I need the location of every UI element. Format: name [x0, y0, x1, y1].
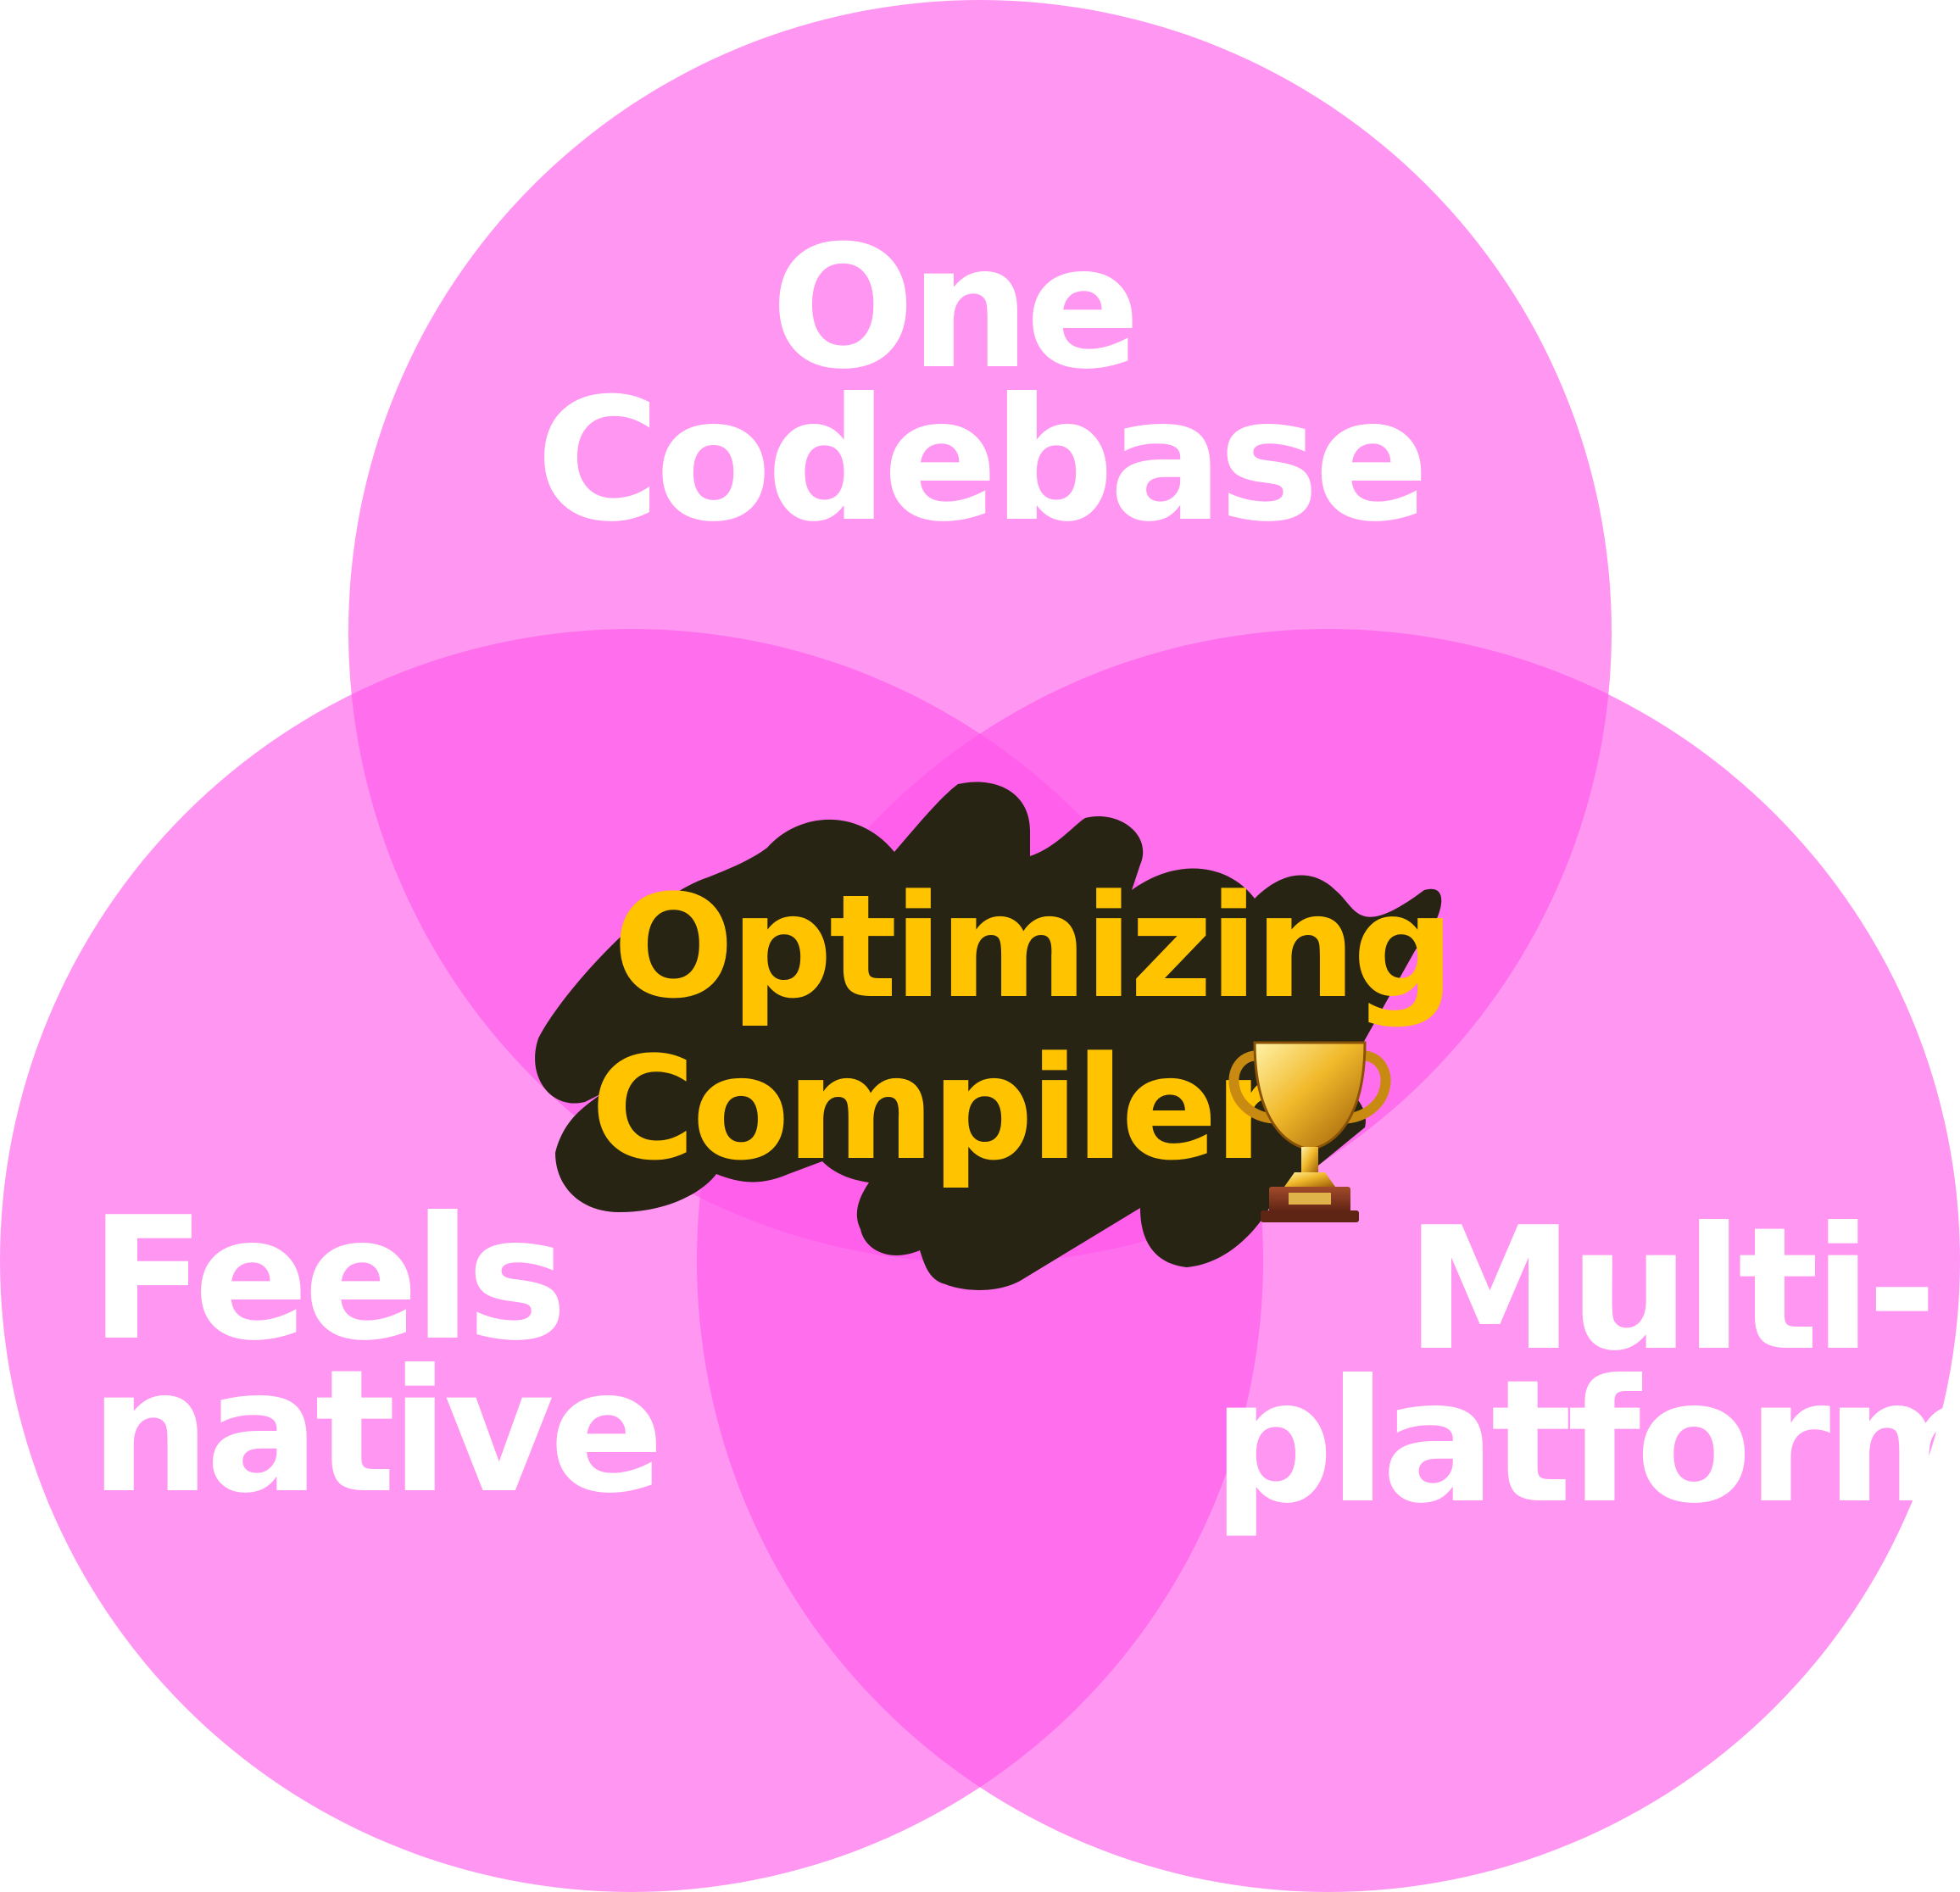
trophy-icon	[1228, 1041, 1391, 1222]
label-multi-platform-line-2: platform	[1212, 1344, 1960, 1541]
center-label-line-2: Compiler	[591, 1026, 1284, 1192]
label-feels-native-line-2: native	[90, 1333, 660, 1531]
label-one-codebase-line-1: One	[771, 209, 1135, 407]
label-feels-native: Feels native	[90, 1181, 660, 1531]
label-multi-platform: Multi- platform	[1212, 1191, 1960, 1541]
label-multi-platform-line-1: Multi-	[1406, 1191, 1932, 1388]
center-label-line-1: Optimizing	[613, 864, 1451, 1030]
label-feels-native-line-1: Feels	[90, 1181, 562, 1378]
center-label: Optimizing Compiler	[591, 864, 1497, 1192]
label-one-codebase: One Codebase	[536, 209, 1424, 559]
center-blob	[535, 782, 1442, 1290]
label-one-codebase-line-2: Codebase	[536, 362, 1424, 559]
